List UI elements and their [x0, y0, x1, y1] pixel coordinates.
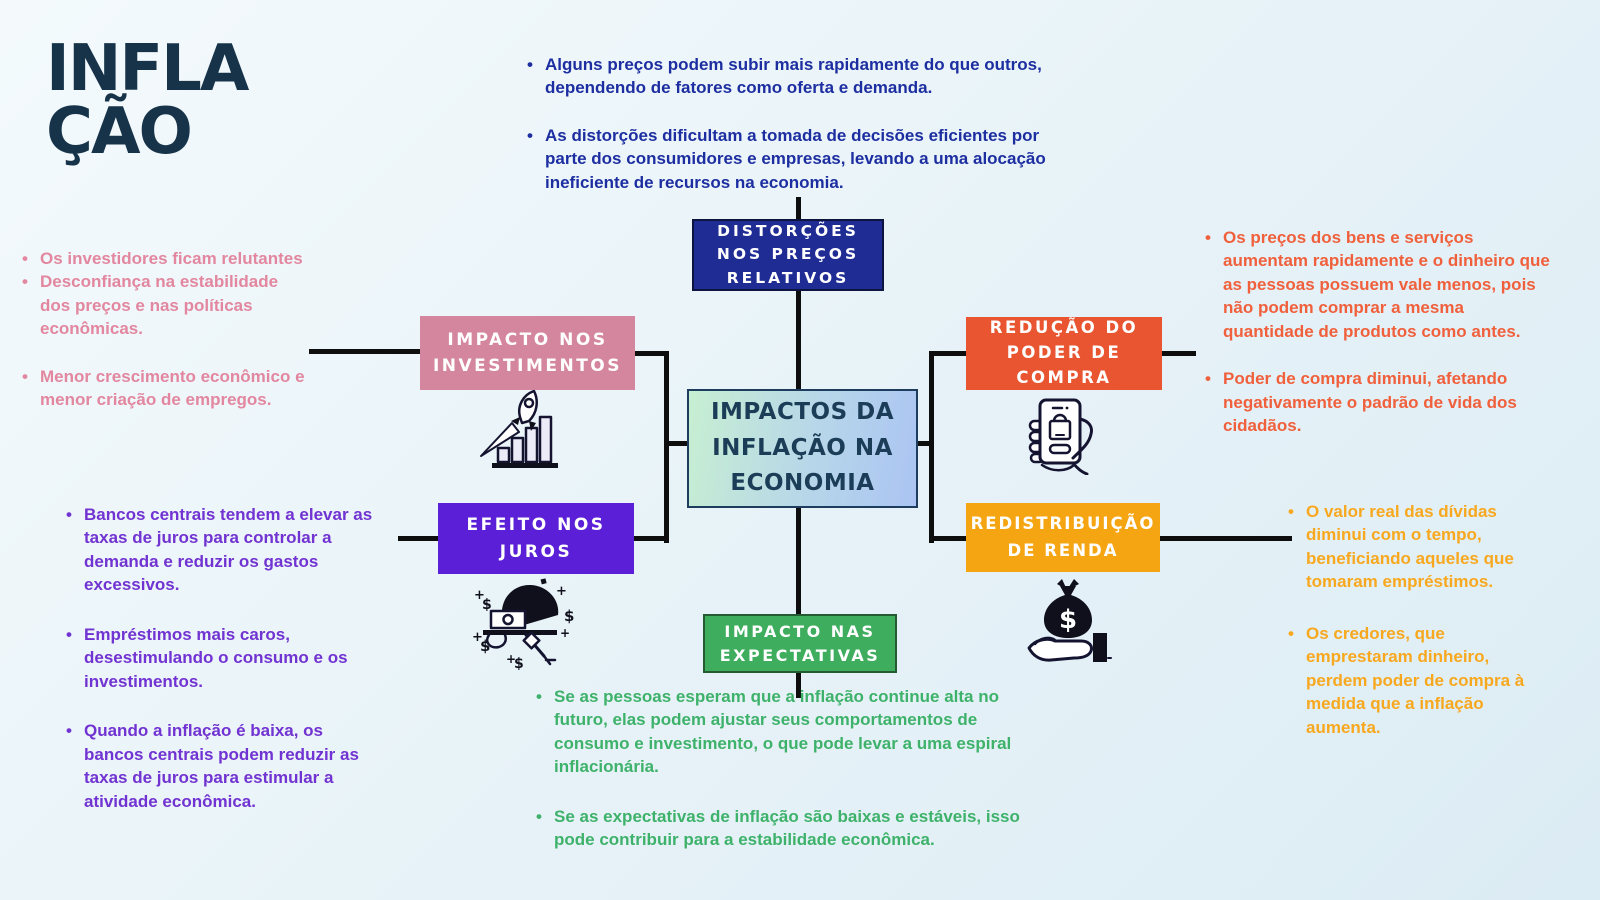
bullet-item: Menor crescimento econômico e menor cria…: [22, 365, 312, 412]
connector-line: [932, 536, 966, 541]
connector-line: [634, 351, 668, 356]
bullet-group-poder-compra: Os preços dos bens e serviços aumentam r…: [1205, 226, 1557, 438]
bullet-item: Se as expectativas de inflação são baixa…: [536, 805, 1028, 852]
connector-line: [1158, 536, 1292, 541]
connector-line: [666, 441, 687, 446]
connector-line: [796, 506, 801, 616]
bullet-item: Desconfiança na estabilidade dos preços …: [22, 270, 312, 340]
bullet-item: Os preços dos bens e serviços aumentam r…: [1205, 226, 1557, 343]
connector-line: [796, 289, 801, 391]
svg-text:$: $: [1059, 605, 1077, 635]
bullet-group-juros: Bancos centrais tendem a elevar as taxas…: [66, 503, 384, 813]
bullet-item: O valor real das dívidas diminui com o t…: [1288, 500, 1546, 594]
svg-text:$: $: [480, 637, 490, 655]
connector-line: [633, 536, 667, 541]
bullet-item: Bancos centrais tendem a elevar as taxas…: [66, 503, 384, 597]
bullet-item: Empréstimos mais caros, desestimulando o…: [66, 623, 384, 693]
connector-line: [915, 441, 931, 446]
rocket-growth-chart-icon: [480, 390, 558, 468]
svg-text:+: +: [472, 630, 483, 645]
node-distorcoes-precos: DISTORÇÕES NOS PREÇOS RELATIVOS: [692, 219, 884, 291]
connector-line: [1162, 351, 1196, 356]
svg-text:$: $: [514, 656, 524, 670]
svg-text:$: $: [564, 607, 574, 625]
connector-line: [796, 197, 801, 221]
page-title: INFLA ÇÃO: [46, 32, 249, 169]
bullet-item: Alguns preços podem subir mais rapidamen…: [527, 53, 1047, 100]
svg-text:+: +: [506, 652, 516, 666]
bullet-group-investimentos: Os investidores ficam relutantes Desconf…: [22, 247, 312, 412]
bullet-item: Os investidores ficam relutantes: [22, 247, 312, 271]
node-impacto-expectativas: IMPACTO NAS EXPECTATIVAS: [703, 614, 897, 673]
bullet-item: Quando a inflação é baixa, os bancos cen…: [66, 719, 384, 813]
connector-line: [932, 351, 966, 356]
bullet-item: Os credores, que emprestaram dinheiro, p…: [1288, 622, 1546, 739]
svg-text:+: +: [556, 584, 567, 599]
center-node-impactos: IMPACTOS DA INFLAÇÃO NA ECONOMIA: [687, 389, 918, 508]
node-impacto-investimentos: IMPACTO NOS INVESTIMENTOS: [420, 316, 635, 390]
svg-text:$: $: [482, 597, 492, 613]
bullet-item: As distorções dificultam a tomada de dec…: [527, 124, 1047, 194]
connector-line: [398, 536, 438, 541]
money-tray-icon: + $ + $ + $ + + $: [472, 578, 574, 670]
bullet-item: Se as pessoas esperam que a inflação con…: [536, 685, 1028, 779]
svg-text:+: +: [474, 588, 485, 603]
phone-shopping-hand-icon: [1028, 398, 1093, 475]
node-redistribuicao-renda: REDISTRIBUIÇÃO DE RENDA: [966, 503, 1160, 572]
connector-line: [929, 351, 934, 543]
node-efeito-juros: EFEITO NOS JUROS: [438, 503, 634, 574]
svg-text:+: +: [560, 626, 570, 640]
bullet-item: Poder de compra diminui, afetando negati…: [1205, 367, 1557, 437]
node-reducao-poder-compra: REDUÇÃO DO PODER DE COMPRA: [966, 317, 1162, 390]
money-bag-hand-icon: $: [1027, 579, 1112, 662]
bullet-group-expectativas: Se as pessoas esperam que a inflação con…: [536, 685, 1028, 852]
bullet-group-renda: O valor real das dívidas diminui com o t…: [1288, 500, 1546, 739]
bullet-group-distorcoes: Alguns preços podem subir mais rapidamen…: [527, 53, 1047, 194]
connector-line: [309, 349, 421, 354]
connector-line: [664, 351, 669, 543]
